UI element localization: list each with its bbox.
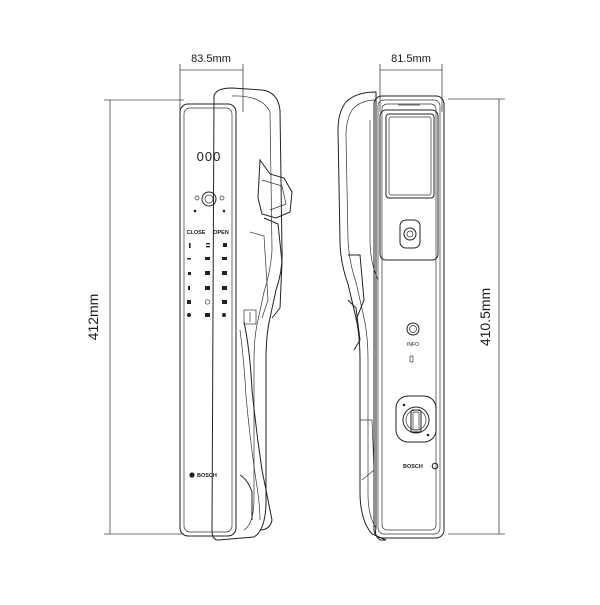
dimension-lines <box>104 64 505 535</box>
front-brand-text: BOSCH <box>197 473 217 479</box>
back-brand-text: BOSCH <box>403 464 423 470</box>
front-keypad <box>187 243 227 317</box>
front-lock: 000 CLOSE OPEN <box>179 87 293 541</box>
back-brand-logo: BOSCH <box>403 462 439 470</box>
back-lock: INFO BOSCH <box>337 91 445 541</box>
info-label: INFO <box>407 342 419 348</box>
front-height-label: 412mm <box>85 294 101 341</box>
thumb-turn-knob[interactable] <box>395 395 437 443</box>
front-width-label: 83.5mm <box>191 53 231 65</box>
info-button[interactable] <box>406 322 420 336</box>
close-label: CLOSE <box>187 230 206 236</box>
front-display-text: 000 <box>197 149 222 164</box>
open-label: OPEN <box>213 230 229 236</box>
back-width-label: 81.5mm <box>391 53 431 65</box>
back-height-label: 410.5mm <box>477 288 493 346</box>
front-brand-logo: BOSCH <box>189 472 217 479</box>
back-camera-icon <box>399 219 421 249</box>
front-camera-icon <box>193 191 226 213</box>
